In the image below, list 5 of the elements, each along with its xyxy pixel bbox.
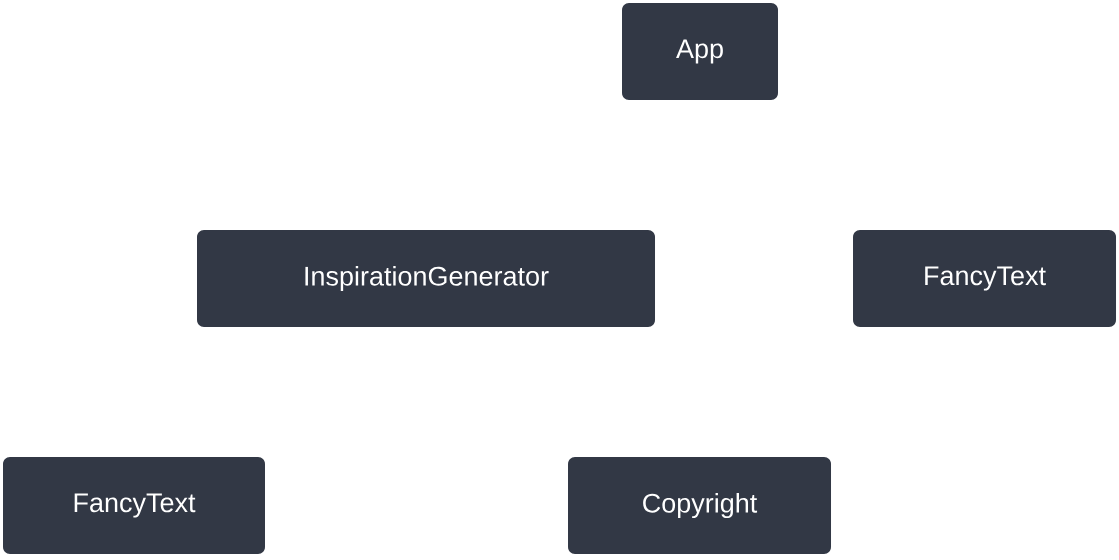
component-box: Copyright (568, 457, 831, 554)
component-box: App (622, 3, 778, 100)
component-box: InspirationGenerator (197, 230, 655, 327)
component-box: FancyText (853, 230, 1116, 327)
component-box: FancyText (3, 457, 265, 554)
